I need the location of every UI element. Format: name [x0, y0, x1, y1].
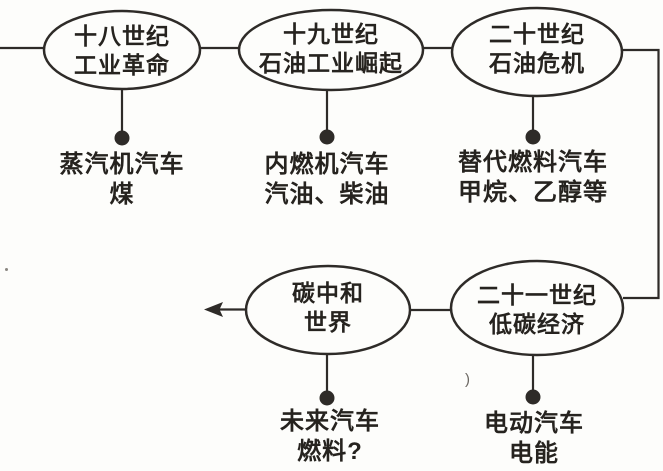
node-label-line2: 低碳经济 [489, 311, 585, 337]
node-label-carbon-neutral: 碳中和 世界 [292, 279, 364, 337]
annotation-line2: 甲烷、乙醇等 [458, 179, 608, 206]
annotation-line2: 燃料? [297, 438, 363, 465]
dot-2 [319, 129, 335, 145]
node-label-line1: 十九世纪 [283, 21, 379, 47]
node-label-line1: 碳中和 [292, 280, 364, 306]
node-label-19th-century: 十九世纪 石油工业崛起 [259, 20, 403, 78]
arrowhead-left-icon [204, 302, 223, 317]
node-label-line2: 石油工业崛起 [259, 50, 403, 76]
node-label-20th-century: 二十世纪 石油危机 [489, 20, 585, 78]
annotation-electric-car: 电动汽车 电能 [484, 409, 584, 469]
node-label-line2: 石油危机 [489, 50, 585, 76]
annotation-line1: 内燃机汽车 [264, 151, 390, 178]
dot-1 [114, 130, 130, 146]
annotation-ice-car: 内燃机汽车 汽油、柴油 [265, 150, 390, 210]
scan-artifact-dot [5, 268, 8, 271]
timeline-segment-3-to-5-wrap [622, 48, 660, 300]
dot-3 [525, 129, 541, 145]
annotation-line1: 蒸汽机汽车 [59, 151, 185, 178]
node-label-21st-century: 二十一世纪 低碳经济 [477, 281, 597, 339]
annotation-line1: 电动汽车 [484, 410, 584, 437]
ellipse-carbon-neutral [244, 264, 412, 356]
node-label-18th-century: 十八世纪 工业革命 [74, 22, 170, 80]
annotation-line2: 煤 [109, 181, 135, 208]
dot-4 [319, 390, 335, 406]
annotation-line2: 电能 [509, 440, 559, 467]
ellipse-19th-century [237, 8, 425, 92]
annotation-line2: 汽油、柴油 [264, 181, 390, 208]
node-label-line1: 十八世纪 [74, 23, 170, 49]
ellipse-20th-century [450, 6, 624, 98]
ellipse-18th-century [42, 9, 202, 91]
node-label-line1: 二十世纪 [489, 21, 585, 47]
node-label-line1: 二十一世纪 [477, 282, 597, 308]
annotation-line1: 替代燃料汽车 [458, 149, 608, 176]
annotation-future-car: 未来汽车 燃料? [280, 407, 380, 467]
annotation-line1: 未来汽车 [280, 408, 380, 435]
annotation-alt-fuel-car: 替代燃料汽车 甲烷、乙醇等 [458, 148, 608, 208]
node-label-line2: 工业革命 [74, 52, 170, 78]
dot-5 [525, 389, 541, 405]
scan-artifact-paren: ) [465, 371, 470, 388]
node-label-line2: 世界 [304, 309, 352, 335]
ellipse-21st-century [449, 259, 625, 357]
annotation-steam-car: 蒸汽机汽车 煤 [60, 150, 185, 210]
